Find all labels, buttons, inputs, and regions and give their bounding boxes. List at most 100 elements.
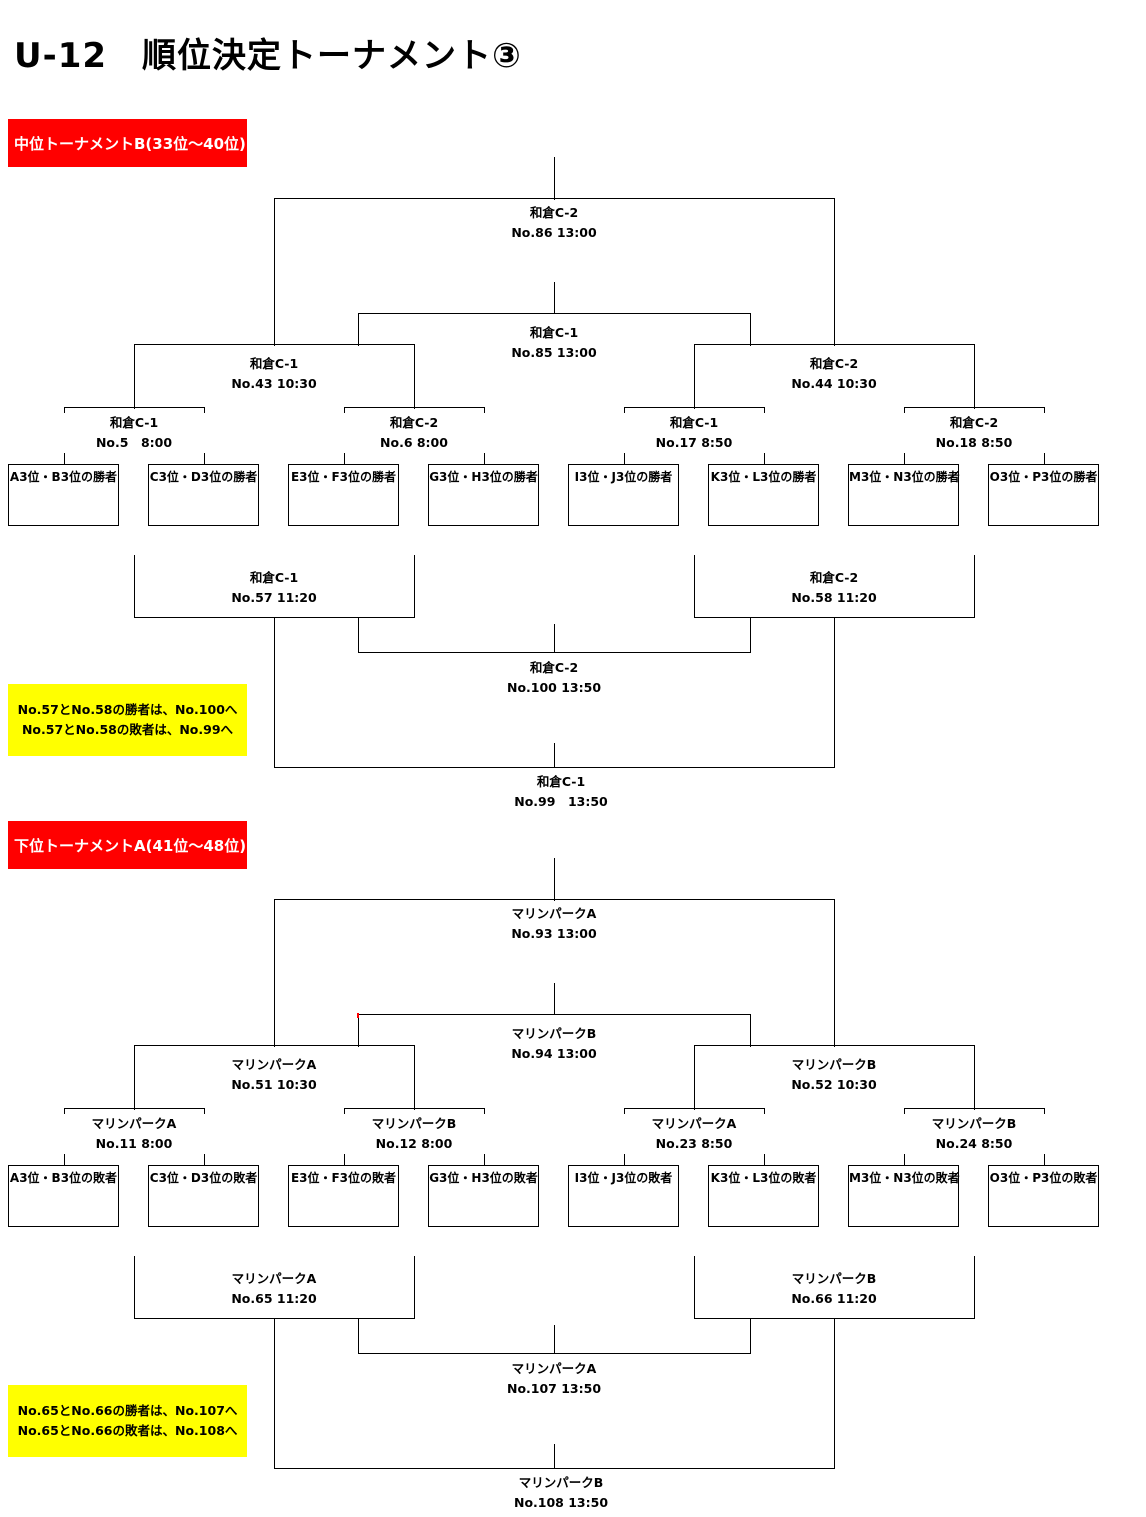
bracket-line [414, 1256, 415, 1319]
match-venue: 和倉C-2 [809, 570, 859, 585]
match-venue: 和倉C-2 [529, 205, 579, 220]
match-venue: マリンパークB [791, 1057, 877, 1072]
section-label-middle: 中位トーナメントB(33位〜40位) [8, 119, 247, 167]
match-venue: マリンパークB [931, 1116, 1017, 1131]
team-slot: K3位・L3位の敗者 [708, 1165, 819, 1227]
bracket-line [750, 313, 751, 346]
match-number-time: No.57 11:20 [231, 590, 317, 605]
team-slot: A3位・B3位の勝者 [8, 464, 119, 526]
bracket-line [134, 555, 135, 618]
match-venue: 和倉C-1 [669, 415, 719, 430]
match-number-time: No.51 10:30 [231, 1077, 317, 1092]
note-box-lower: No.65とNo.66の勝者は、No.107へ No.65とNo.66の敗者は、… [8, 1385, 247, 1457]
match-number-time: No.11 8:00 [95, 1136, 173, 1151]
team-slot: I3位・J3位の敗者 [568, 1165, 679, 1227]
bracket-line [694, 1045, 695, 1110]
match-venue: 和倉C-2 [529, 660, 579, 675]
bracket-line [624, 1108, 765, 1109]
match-number-time: No.23 8:50 [655, 1136, 733, 1151]
team-slot: O3位・P3位の敗者 [988, 1165, 1099, 1227]
match-number-time: No.86 13:00 [511, 225, 597, 240]
team-slot: C3位・D3位の敗者 [148, 1165, 259, 1227]
match-number-time: No.94 13:00 [511, 1046, 597, 1061]
bracket-line [64, 407, 205, 408]
team-slot: E3位・F3位の勝者 [288, 464, 399, 526]
team-slot: E3位・F3位の敗者 [288, 1165, 399, 1227]
match-number-time: No.66 11:20 [791, 1291, 877, 1306]
bracket-line [414, 555, 415, 618]
bracket-line [358, 1014, 359, 1047]
match-venue: マリンパークB [371, 1116, 457, 1131]
page-title: U-12 順位決定トーナメント③ [14, 36, 522, 76]
match-number-time: No.108 13:50 [513, 1495, 609, 1510]
bracket-line [554, 157, 555, 200]
match-venue: 和倉C-2 [809, 356, 859, 371]
bracket-line [750, 617, 751, 653]
bracket-line [64, 1108, 205, 1109]
bracket-line [358, 617, 359, 653]
match-venue: 和倉C-1 [536, 774, 586, 789]
bracket-line [358, 313, 751, 314]
match-label-round1: マリンパークB No.12 8:00 [339, 1114, 489, 1154]
bracket-line [414, 344, 415, 409]
match-number-time: No.65 11:20 [231, 1291, 317, 1306]
bracket-line [554, 1444, 555, 1469]
note-line-losers: No.65とNo.66の敗者は、No.108へ [17, 1423, 238, 1438]
match-label-round1: マリンパークA No.11 8:00 [59, 1114, 209, 1154]
match-number-time: No.12 8:00 [375, 1136, 453, 1151]
match-number-time: No.93 13:00 [511, 926, 597, 941]
bracket-line [694, 1045, 975, 1046]
bracket-line [974, 1045, 975, 1110]
team-slot: M3位・N3位の敗者 [848, 1165, 960, 1227]
match-venue: マリンパークA [91, 1116, 177, 1131]
match-number-time: No.58 11:20 [791, 590, 877, 605]
bracket-line [694, 555, 695, 618]
bracket-line [134, 1045, 135, 1110]
bracket-line [624, 407, 765, 408]
match-number-time: No.107 13:50 [506, 1381, 602, 1396]
bracket-line [274, 617, 275, 768]
bracket-line [274, 198, 275, 346]
bracket-line [750, 1318, 751, 1354]
team-slot: K3位・L3位の勝者 [708, 464, 819, 526]
match-venue: マリンパークB [511, 1026, 597, 1041]
bracket-line [750, 1014, 751, 1047]
match-venue: 和倉C-1 [529, 325, 579, 340]
match-number-time: No.43 10:30 [231, 376, 317, 391]
match-venue: マリンパークA [231, 1057, 317, 1072]
bracket-line [974, 1256, 975, 1319]
bracket-line [358, 313, 359, 346]
bracket-line [344, 1108, 485, 1109]
bracket-line [358, 1318, 359, 1354]
match-venue: 和倉C-1 [249, 356, 299, 371]
bracket-line [834, 198, 835, 346]
match-number-time: No.52 10:30 [791, 1077, 877, 1092]
match-number-time: No.85 13:00 [511, 345, 597, 360]
bracket-line [274, 899, 275, 1047]
bracket-line [834, 899, 835, 1047]
note-line-winners: No.65とNo.66の勝者は、No.107へ [17, 1403, 238, 1418]
bracket-line [358, 1014, 751, 1015]
match-label-round1: マリンパークB No.24 8:50 [899, 1114, 1049, 1154]
bracket-line [904, 1108, 1045, 1109]
match-number-time: No.24 8:50 [935, 1136, 1013, 1151]
section-label-lower: 下位トーナメントA(41位〜48位) [8, 821, 247, 869]
bracket-line [134, 1256, 135, 1319]
bracket-line [554, 1325, 555, 1354]
team-slot: G3位・H3位の勝者 [428, 464, 539, 526]
match-venue: マリンパークA [511, 1361, 597, 1376]
team-slot: M3位・N3位の勝者 [848, 464, 960, 526]
bracket-line [414, 1045, 415, 1110]
